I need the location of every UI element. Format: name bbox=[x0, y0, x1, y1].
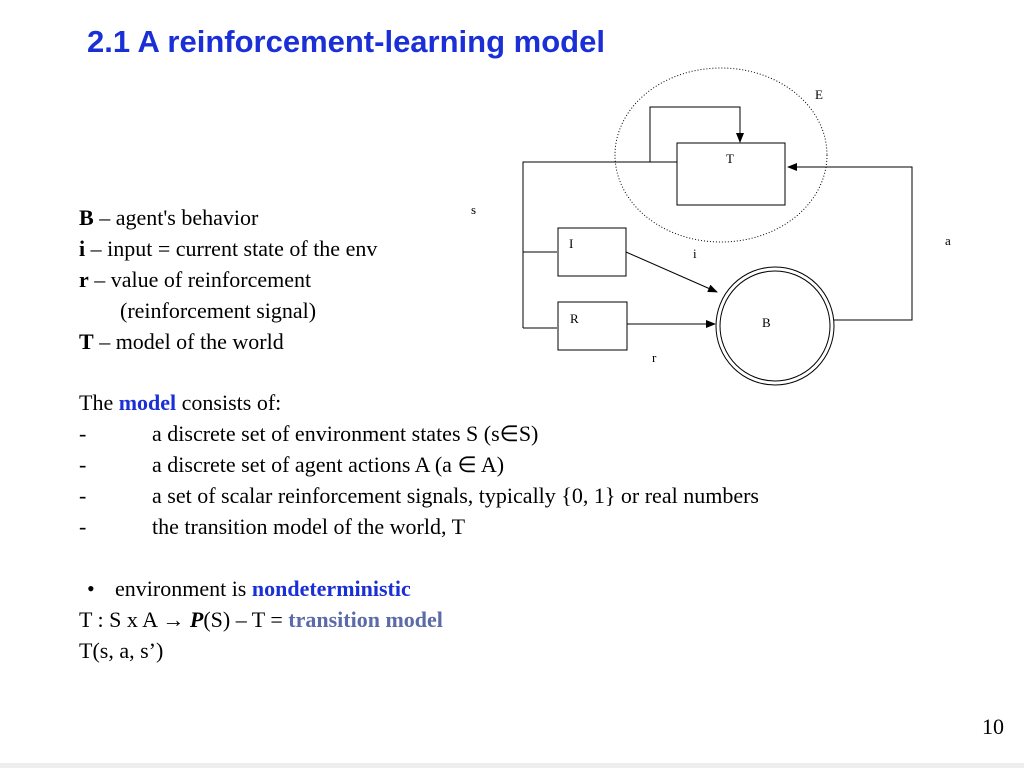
definition-text: – model of the world bbox=[93, 329, 284, 354]
definition-symbol: r bbox=[79, 267, 89, 292]
model-item-text: the transition model of the world, T bbox=[152, 514, 466, 539]
nondeterministic-keyword: nondeterministic bbox=[251, 576, 411, 601]
slide-title: 2.1 A reinforcement-learning model bbox=[87, 24, 605, 59]
dash-bullet: - bbox=[79, 421, 87, 446]
label-b: B bbox=[762, 315, 771, 330]
definition-symbol: i bbox=[79, 236, 86, 261]
reinforcement-box bbox=[557, 301, 628, 351]
label-a: a bbox=[945, 233, 951, 248]
definition-text: – value of reinforcement bbox=[88, 267, 312, 292]
definition-text: – agent's behavior bbox=[93, 205, 259, 230]
model-intro: The model consists of: bbox=[79, 387, 759, 418]
model-intro-before: The bbox=[79, 390, 119, 415]
input-box bbox=[557, 227, 627, 277]
model-keyword: model bbox=[118, 390, 177, 415]
label-r-box: R bbox=[570, 311, 579, 326]
definition-symbol: B bbox=[79, 205, 94, 230]
model-item-text: a discrete set of environment states S (… bbox=[152, 421, 500, 446]
nondeterministic-before: environment is bbox=[115, 576, 252, 601]
bottom-rule bbox=[0, 763, 1024, 768]
model-intro-after: consists of: bbox=[176, 390, 282, 415]
model-item-text-after: S) bbox=[518, 421, 539, 446]
model-item: - the transition model of the world, T bbox=[79, 511, 759, 542]
right-arrow-icon: → bbox=[162, 607, 185, 632]
element-of-symbol: ∈ bbox=[457, 452, 477, 477]
definition-symbol: T bbox=[79, 329, 94, 354]
label-i: i bbox=[693, 246, 697, 261]
element-of-symbol: ∈ bbox=[499, 421, 519, 446]
label-e: E bbox=[815, 87, 823, 102]
transition-middle: (S) – T = bbox=[203, 607, 289, 632]
bullet-dot: • bbox=[87, 576, 95, 601]
definition-t: T – model of the world bbox=[79, 326, 377, 357]
definition-i: i – input = current state of the env bbox=[79, 233, 377, 264]
probability-symbol: P bbox=[189, 607, 204, 632]
environment-circle bbox=[614, 67, 828, 243]
input-to-behavior-arrow bbox=[625, 251, 718, 293]
label-r: r bbox=[652, 350, 657, 365]
transition-before: T : S x A bbox=[79, 607, 163, 632]
label-t: T bbox=[726, 151, 734, 166]
definition-b: B – agent's behavior bbox=[79, 202, 377, 233]
dash-bullet: - bbox=[79, 452, 87, 477]
definition-text: – input = current state of the env bbox=[85, 236, 378, 261]
model-item: - a discrete set of environment states S … bbox=[79, 418, 759, 449]
nondeterministic-line: • environment is nondeterministic bbox=[79, 573, 759, 604]
model-item-text: a set of scalar reinforcement signals, t… bbox=[152, 483, 759, 508]
state-line bbox=[522, 161, 650, 328]
world-loop-arrow bbox=[649, 106, 744, 162]
behavior-circle-inner bbox=[719, 270, 831, 382]
model-description: The model consists of: - a discrete set o… bbox=[79, 387, 759, 666]
dash-bullet: - bbox=[79, 514, 87, 539]
transition-model-keyword: transition model bbox=[288, 607, 443, 632]
label-s: s bbox=[471, 202, 476, 217]
definitions-list: B – agent's behavior i – input = current… bbox=[79, 202, 377, 357]
dash-bullet: - bbox=[79, 483, 87, 508]
definition-r: r – value of reinforcement bbox=[79, 264, 377, 295]
definition-r-continuation: (reinforcement signal) bbox=[120, 298, 317, 323]
transition-line: T : S x A → P(S) – T = transition model bbox=[79, 604, 759, 635]
transition-example: T(s, a, s’) bbox=[79, 638, 164, 663]
action-arrow bbox=[787, 163, 913, 321]
model-item-text: a discrete set of agent actions A (a bbox=[152, 452, 458, 477]
page-number: 10 bbox=[982, 714, 1004, 739]
model-item: - a set of scalar reinforcement signals, … bbox=[79, 480, 759, 511]
model-item: -a discrete set of agent actions A (a ∈ … bbox=[79, 449, 759, 480]
model-item-text-after: A) bbox=[476, 452, 505, 477]
behavior-circle-outer bbox=[715, 266, 835, 386]
transition-model-box bbox=[676, 142, 786, 206]
label-i-box: I bbox=[569, 236, 573, 251]
